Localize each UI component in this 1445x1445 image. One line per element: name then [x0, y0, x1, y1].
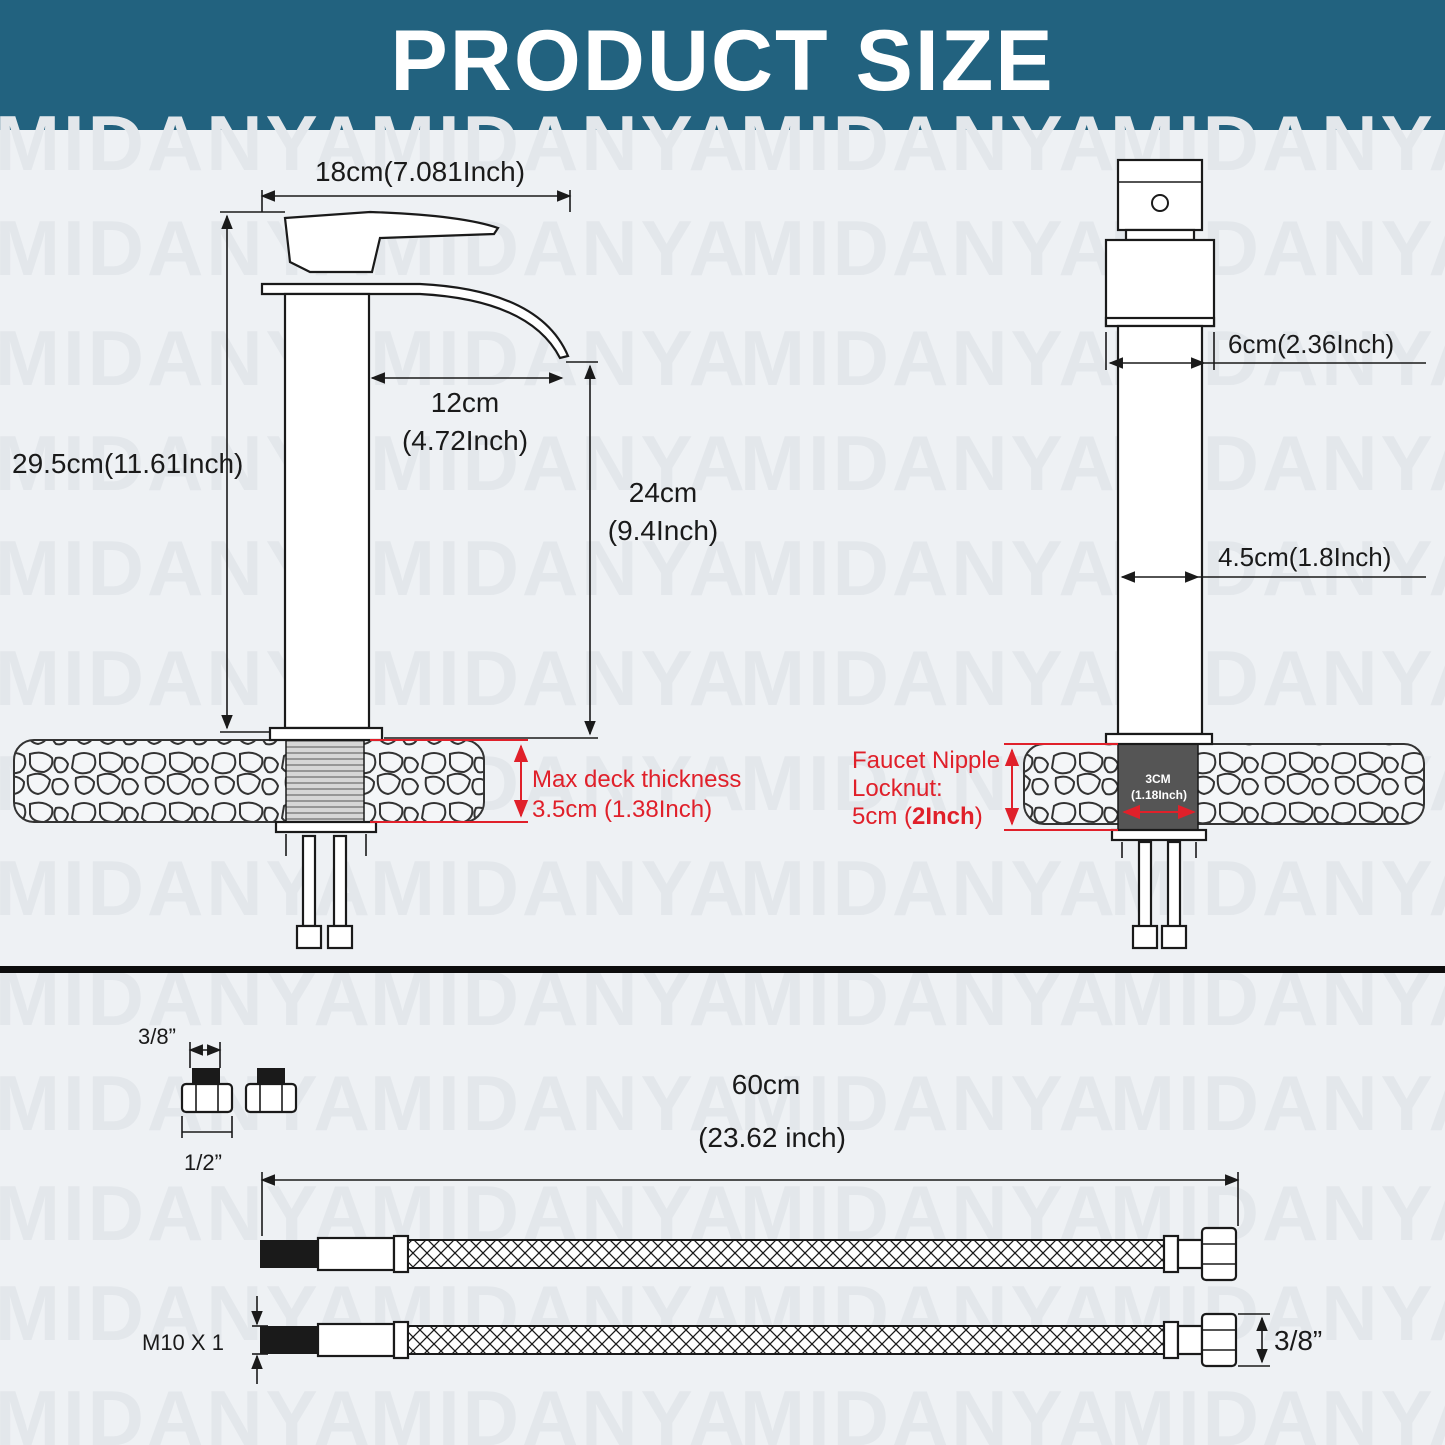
side-supply-lines	[1121, 840, 1197, 950]
front-faucet-drawing	[13, 190, 598, 950]
watermark-text: MIDANYA	[1110, 1059, 1445, 1147]
nipple-size: 5cm (2Inch)	[852, 803, 983, 830]
watermark-text: MIDANYA	[370, 314, 748, 402]
nipple-inner-inch: (1.18Inch)	[1131, 788, 1187, 802]
watermark-text: MIDANYA	[1110, 1374, 1445, 1445]
supply-hose-2	[260, 1312, 1238, 1368]
section-divider	[0, 966, 1445, 973]
watermark-text: MIDANYA	[740, 844, 1118, 932]
watermark-text: MIDANYA	[370, 99, 748, 187]
nipple-inner-cm: 3CM	[1145, 772, 1170, 786]
watermark-text: MIDANYA	[740, 524, 1118, 612]
handle-hole	[1151, 194, 1169, 212]
adapter-top-label: 3/8”	[138, 1024, 176, 1049]
watermark-text: MIDANYA	[370, 844, 748, 932]
watermark-text: MIDANYA	[740, 99, 1118, 187]
spout-height-value: 24cm	[629, 477, 697, 508]
watermark-text: MIDANYA	[370, 419, 748, 507]
watermark-text: MIDANYA	[370, 1374, 748, 1445]
watermark-text: MIDANYA	[370, 634, 748, 722]
adapter-bottom-label: 1/2”	[184, 1150, 222, 1175]
front-body	[283, 292, 371, 730]
deck-thickness-value: 3.5cm (1.38Inch)	[532, 796, 712, 823]
width-label: 18cm(7.081Inch)	[315, 156, 525, 187]
watermark-text: MIDANYA	[740, 419, 1118, 507]
hose-length-inch: (23.62 inch)	[698, 1122, 846, 1153]
front-nut-plate	[274, 820, 378, 834]
base-width-label: 6cm(2.36Inch)	[1228, 329, 1394, 359]
side-body-top	[1104, 238, 1216, 328]
header-banner: PRODUCT SIZE	[0, 0, 1445, 130]
watermark-text: MIDANYA	[740, 314, 1118, 402]
watermark-text: MIDANYA	[740, 1374, 1118, 1445]
height-label: 29.5cm(11.61Inch)	[12, 448, 243, 479]
thread-label: M10 X 1	[142, 1330, 224, 1355]
front-base-plate	[268, 726, 384, 742]
watermark-text: MIDANYA	[1110, 844, 1445, 932]
nipple-title: Faucet Nipple	[852, 747, 1000, 774]
end-fitting-label: 3/8”	[1274, 1325, 1322, 1356]
front-spout	[260, 282, 570, 360]
side-base-plate	[1104, 732, 1214, 746]
deck-thickness-title: Max deck thickness	[532, 766, 741, 793]
reach-label-value: 12cm	[431, 387, 499, 418]
watermark-text: MIDANYA	[740, 204, 1118, 292]
spout-height-inch: (9.4Inch)	[608, 515, 719, 546]
side-faucet-drawing	[1004, 158, 1426, 950]
watermark-text: MIDANYA	[370, 524, 748, 612]
watermark-text: MIDANYA	[0, 1374, 373, 1445]
adapter-fittings	[180, 1042, 298, 1138]
front-supply-lines	[285, 834, 367, 950]
supply-hose-1	[260, 1226, 1238, 1282]
reach-label-inch: (4.72Inch)	[402, 425, 528, 456]
watermark-text: MIDANYA	[740, 634, 1118, 722]
side-body	[1116, 324, 1204, 736]
locknut-block	[1117, 743, 1199, 831]
front-threaded-shank	[285, 739, 365, 823]
countertop-left	[13, 739, 485, 823]
nipple-locknut: Locknut:	[852, 775, 943, 802]
countertop-right	[1023, 743, 1425, 825]
watermark-text: MIDANYA	[740, 1059, 1118, 1147]
watermark-text: MIDANYA	[370, 1059, 748, 1147]
front-handle	[283, 210, 500, 274]
watermark-text: MIDANYA	[0, 844, 373, 932]
page-title: PRODUCT SIZE	[390, 13, 1055, 109]
hose-length-cm: 60cm	[732, 1069, 800, 1100]
body-width-label: 4.5cm(1.8Inch)	[1218, 542, 1391, 572]
watermark-text: MIDANYA	[0, 99, 373, 187]
